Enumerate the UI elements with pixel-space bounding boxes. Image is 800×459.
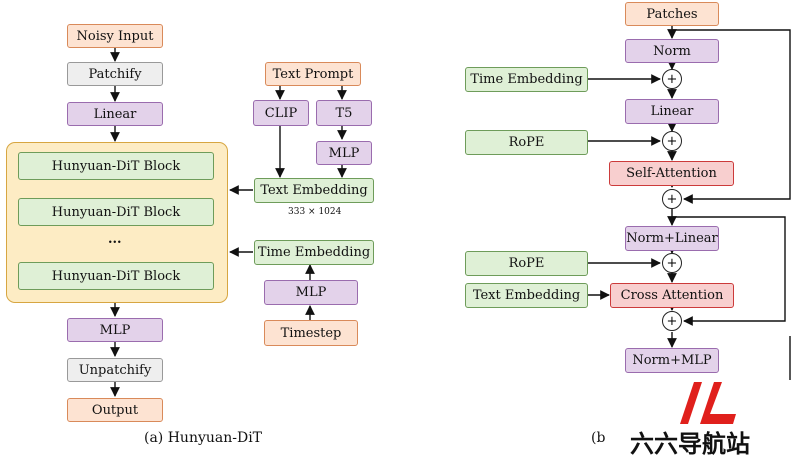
output-box: Output [67, 398, 163, 422]
dit-block-1-label: Hunyuan-DiT Block [51, 158, 181, 174]
text-prompt-box: Text Prompt [265, 62, 361, 86]
t5-label: T5 [335, 105, 353, 121]
clip-label: CLIP [264, 105, 298, 121]
dit-block-1: Hunyuan-DiT Block [18, 152, 214, 180]
dit-block-3-label: Hunyuan-DiT Block [51, 268, 181, 284]
add-node-4: + [662, 253, 682, 273]
time-mlp-box: MLP [264, 280, 358, 305]
noisy-input-label: Noisy Input [76, 28, 154, 44]
unpatchify-label: Unpatchify [78, 362, 152, 378]
add-node-1: + [662, 69, 682, 89]
mlp-box: MLP [67, 318, 163, 342]
clip-box: CLIP [253, 100, 309, 126]
t5-mlp-label: MLP [328, 145, 360, 161]
dit-block-2: Hunyuan-DiT Block [18, 198, 214, 226]
rope-2-label: RoPE [508, 256, 545, 271]
cross-attention-box: Cross Attention [610, 283, 734, 308]
caption-a: (a) Hunyuan-DiT [144, 430, 263, 446]
time-mlp-label: MLP [295, 285, 327, 300]
norm-mlp-label: Norm+MLP [632, 353, 712, 368]
text-prompt-label: Text Prompt [272, 66, 354, 82]
add-node-2: + [662, 131, 682, 151]
norm-linear-label: Norm+Linear [626, 231, 718, 246]
mlp-label: MLP [99, 322, 131, 338]
linear-label: Linear [93, 106, 137, 122]
self-attention-box: Self-Attention [609, 161, 734, 186]
dit-block-3: Hunyuan-DiT Block [18, 262, 214, 290]
add-node-3: + [662, 189, 682, 209]
text-embedding-input-box: Text Embedding [465, 283, 588, 308]
watermark-logo-icon [680, 382, 736, 424]
watermark-text: 六六导航站 [630, 430, 750, 458]
noisy-input-box: Noisy Input [67, 24, 163, 48]
dit-block-ellipsis: ... [108, 232, 122, 247]
patchify-box: Patchify [67, 62, 163, 86]
dit-block-2-label: Hunyuan-DiT Block [51, 204, 181, 220]
rope-box-1: RoPE [465, 130, 588, 155]
rope-1-label: RoPE [508, 135, 545, 150]
text-embedding-input-label: Text Embedding [472, 288, 581, 303]
t5-mlp-box: MLP [316, 141, 372, 165]
time-embedding-label: Time Embedding [257, 245, 371, 260]
time-embedding-input-box: Time Embedding [465, 67, 588, 92]
linear-box-right: Linear [625, 99, 719, 124]
text-embedding-box: Text Embedding [254, 178, 374, 203]
patches-label: Patches [646, 6, 698, 22]
norm-mlp-box: Norm+MLP [625, 348, 719, 373]
linear-box: Linear [67, 102, 163, 126]
text-embedding-dim: 333 × 1024 [288, 207, 342, 217]
norm-label: Norm [653, 43, 691, 59]
add-node-5: + [662, 311, 682, 331]
unpatchify-box: Unpatchify [67, 358, 163, 382]
time-embedding-input-label: Time Embedding [470, 72, 583, 87]
rope-box-2: RoPE [465, 251, 588, 276]
caption-b: (b [591, 430, 606, 446]
text-embedding-label: Text Embedding [260, 183, 368, 198]
norm-box: Norm [625, 39, 719, 63]
self-attention-label: Self-Attention [626, 166, 717, 181]
patchify-label: Patchify [88, 66, 142, 82]
timestep-label: Timestep [280, 325, 342, 341]
t5-box: T5 [316, 100, 372, 126]
time-embedding-box: Time Embedding [254, 240, 374, 265]
output-label: Output [91, 402, 139, 418]
patches-box: Patches [625, 2, 719, 26]
cross-attention-label: Cross Attention [620, 288, 724, 303]
norm-linear-box: Norm+Linear [625, 226, 719, 251]
linear-right-label: Linear [650, 104, 694, 119]
timestep-box: Timestep [264, 320, 358, 346]
